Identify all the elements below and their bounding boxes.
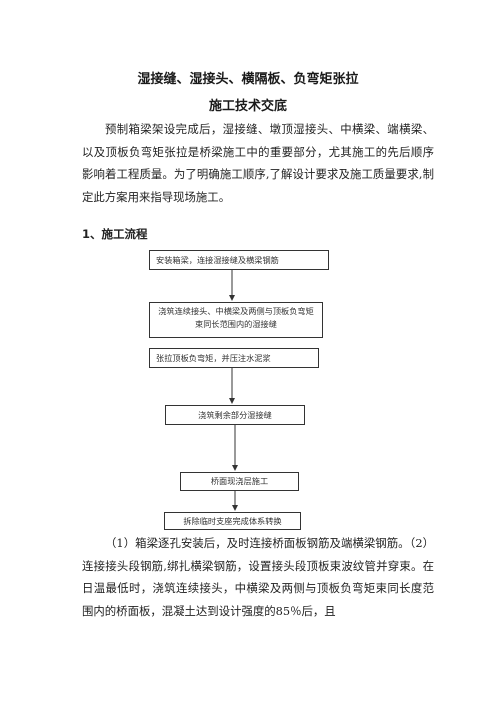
section-heading-flow: 1、施工流程 — [82, 227, 148, 241]
flow-step-1: 安装箱梁，连接湿接缝及横梁钢筋 — [149, 250, 329, 270]
flow-step-2: 浇筑连续接头、中横梁及两侧与顶板负弯矩束同长范围内的湿接缝 — [149, 302, 323, 338]
flow-step-6: 拆除临时支座完成体系转换 — [164, 512, 301, 530]
flow-step-3: 张拉顶板负弯矩，并压注水泥浆 — [149, 348, 319, 368]
flow-step-5: 桥面现浇层施工 — [180, 472, 299, 491]
intro-paragraph: 预制箱梁架设完成后，湿接缝、墩顶湿接头、中横梁、端横梁、以及顶板负弯矩张拉是桥梁… — [82, 122, 434, 204]
flow-step-4: 浇筑剩余部分湿接缝 — [165, 405, 305, 425]
doc-subtitle: 施工技术交底 — [208, 99, 287, 114]
steps-paragraph: （1）箱梁逐孔安装后，及时连接桥面板钢筋及端横梁钢筋。（2）连接接头段钢筋,绑扎… — [82, 536, 434, 618]
doc-title: 湿接缝、湿接头、横隔板、负弯矩张拉 — [137, 72, 359, 87]
